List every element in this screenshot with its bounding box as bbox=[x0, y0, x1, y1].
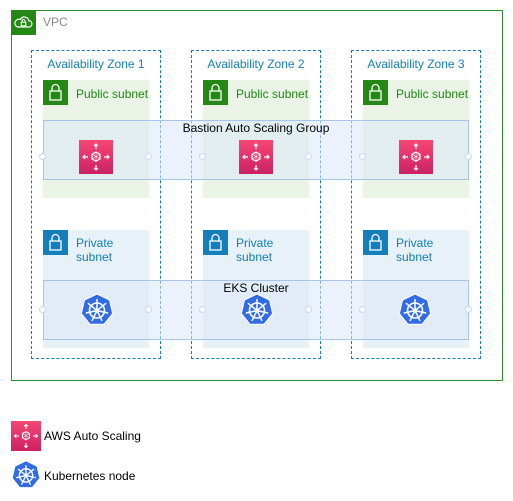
kubernetes-node-icon bbox=[240, 293, 274, 327]
connection-point bbox=[145, 306, 152, 313]
availability-zone-3 bbox=[351, 50, 481, 359]
connection-point bbox=[359, 153, 366, 160]
public-subnet-3-label: Public subnet bbox=[396, 87, 469, 101]
legend-aws-auto-scaling-icon bbox=[11, 421, 41, 451]
public-subnet-lock-icon bbox=[43, 80, 68, 105]
public-subnet-2-label: Public subnet bbox=[236, 87, 309, 101]
public-subnet-1-label: Public subnet bbox=[76, 87, 149, 101]
kubernetes-node-icon bbox=[398, 293, 432, 327]
legend-kubernetes-node-label: Kubernetes node bbox=[44, 469, 136, 483]
connection-point bbox=[305, 306, 312, 313]
connection-point bbox=[359, 306, 366, 313]
public-subnet-lock-icon bbox=[203, 80, 228, 105]
private-subnet-2-label: Private subnet bbox=[236, 236, 274, 264]
connection-point bbox=[199, 153, 206, 160]
connection-point bbox=[39, 153, 46, 160]
vpc-label: VPC bbox=[43, 15, 68, 29]
aws-auto-scaling-icon bbox=[79, 140, 113, 174]
public-subnet-lock-icon bbox=[363, 80, 388, 105]
connection-point bbox=[39, 306, 46, 313]
bastion-group-label: Bastion Auto Scaling Group bbox=[182, 121, 330, 135]
availability-zone-2 bbox=[191, 50, 321, 359]
availability-zone-1-label: Availability Zone 1 bbox=[47, 57, 145, 71]
vpc-boundary bbox=[11, 10, 503, 381]
private-subnet-3-label: Private subnet bbox=[396, 236, 434, 264]
eks-cluster-label: EKS Cluster bbox=[223, 281, 289, 295]
availability-zone-1 bbox=[31, 50, 161, 359]
private-subnet-1-label: Private subnet bbox=[76, 236, 114, 264]
private-subnet-lock-icon bbox=[43, 230, 68, 255]
vpc-cloud-lock-icon bbox=[11, 10, 36, 35]
kubernetes-node-icon bbox=[80, 293, 114, 327]
private-subnet-lock-icon bbox=[363, 230, 388, 255]
connection-point bbox=[145, 153, 152, 160]
aws-auto-scaling-icon bbox=[239, 140, 273, 174]
connection-point bbox=[305, 153, 312, 160]
connection-point bbox=[465, 306, 472, 313]
aws-auto-scaling-icon bbox=[399, 140, 433, 174]
connection-point bbox=[465, 153, 472, 160]
private-subnet-lock-icon bbox=[203, 230, 228, 255]
connection-point bbox=[199, 306, 206, 313]
legend-kubernetes-node-icon bbox=[11, 460, 41, 490]
legend-aws-auto-scaling-label: AWS Auto Scaling bbox=[44, 429, 141, 443]
availability-zone-3-label: Availability Zone 3 bbox=[367, 57, 465, 71]
availability-zone-2-label: Availability Zone 2 bbox=[207, 57, 305, 71]
